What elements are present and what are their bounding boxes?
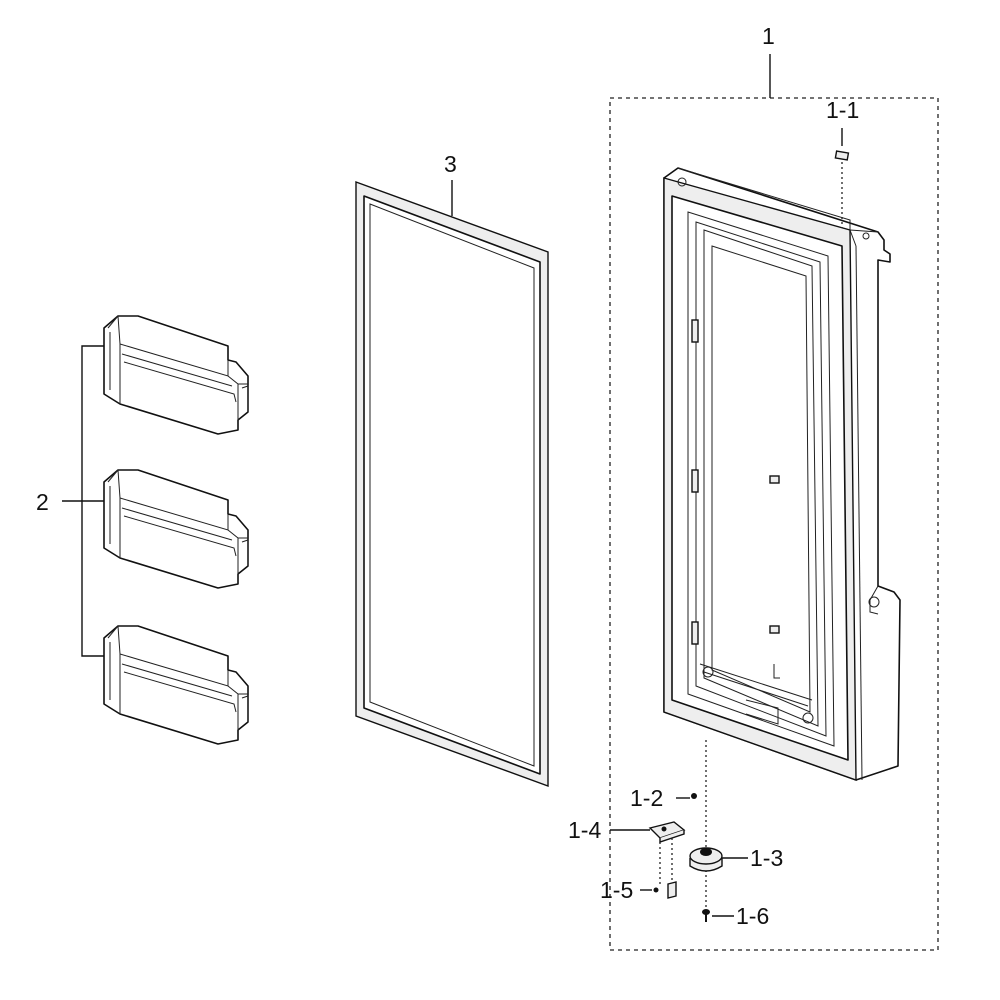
stopper bbox=[648, 821, 686, 843]
door-bin-bracket bbox=[81, 345, 104, 657]
label-gasket: 3 bbox=[444, 151, 457, 177]
label-screw-top: 1-2 bbox=[630, 785, 663, 811]
door-bin-top bbox=[103, 315, 249, 435]
door-assembly-boundary bbox=[609, 97, 939, 951]
door-assembly bbox=[663, 167, 901, 781]
label-hinge-bushing: 1-3 bbox=[750, 845, 783, 871]
label-door-guards: 2 bbox=[36, 489, 49, 515]
label-stopper: 1-4 bbox=[568, 817, 601, 843]
screw-bottom bbox=[702, 909, 710, 922]
label-screw-small: 1-5 bbox=[600, 877, 633, 903]
label-cap: 1-1 bbox=[826, 97, 859, 123]
label-screw-bottom: 1-6 bbox=[736, 903, 769, 929]
screw-small bbox=[653, 881, 677, 899]
door-bin-bottom bbox=[103, 625, 249, 745]
cap bbox=[834, 150, 850, 161]
door-gasket bbox=[355, 180, 549, 788]
hinge-bushing bbox=[689, 847, 723, 872]
label-door-assembly: 1 bbox=[762, 23, 775, 49]
screw-top bbox=[691, 793, 697, 799]
door-bin-middle bbox=[103, 469, 249, 589]
